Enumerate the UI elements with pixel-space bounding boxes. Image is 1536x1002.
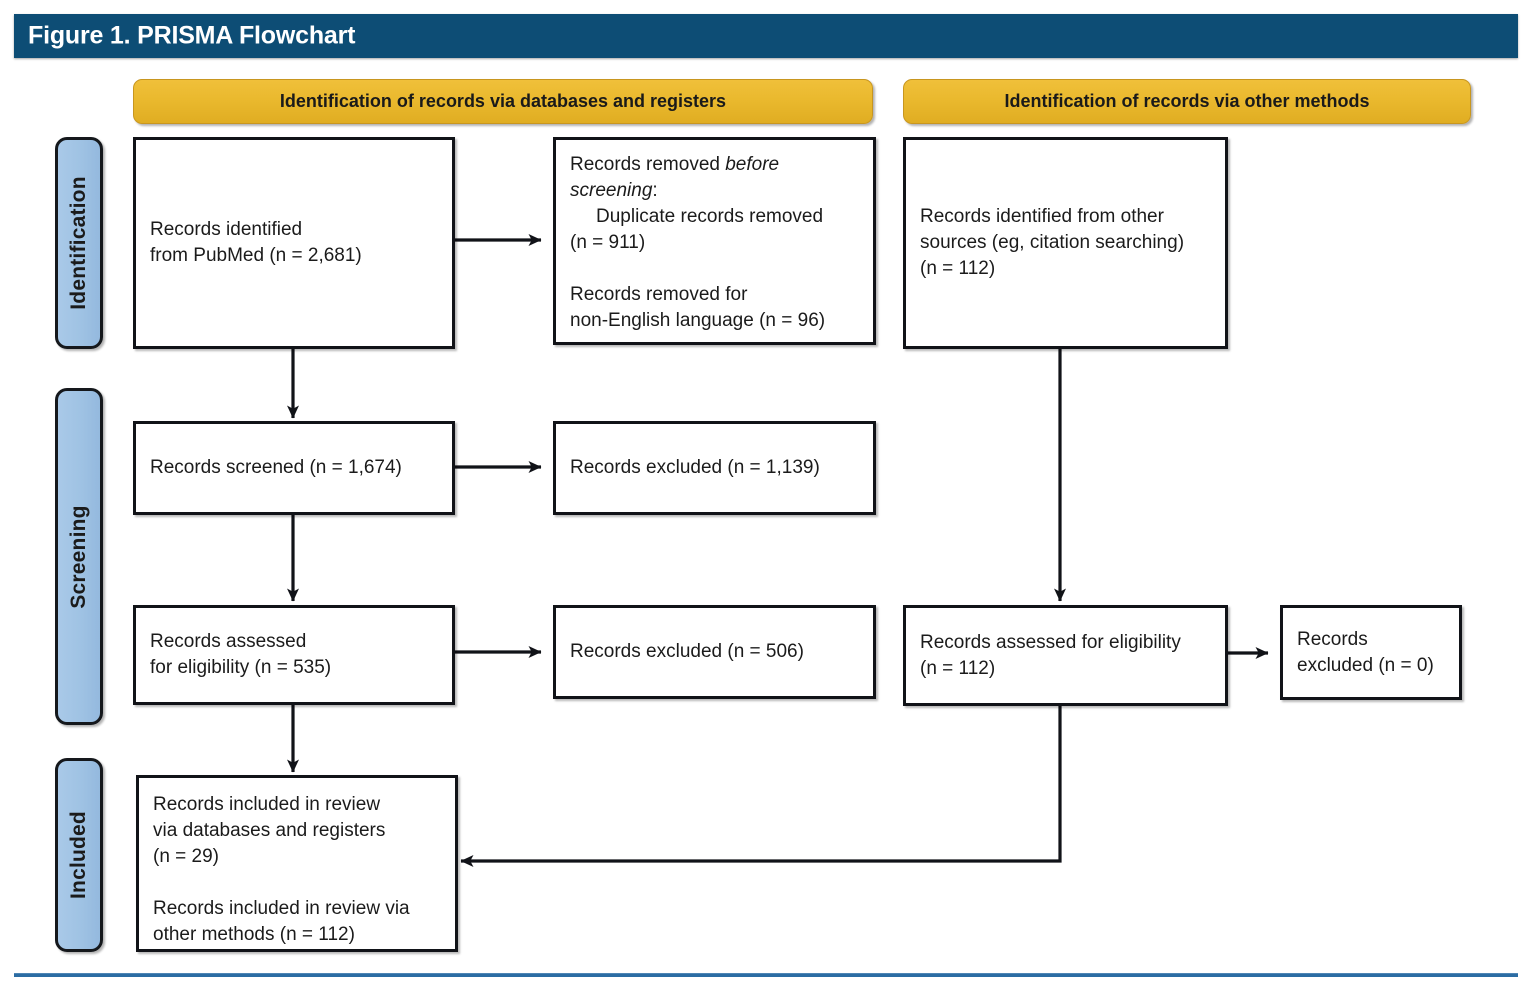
- node-records-included: Records included in review via databases…: [136, 775, 458, 952]
- stage-tab-label: Screening: [67, 504, 90, 609]
- node-records-removed-before-screening: Records removed before screening: Duplic…: [553, 137, 876, 345]
- node-line: other methods (n = 112): [153, 924, 355, 945]
- node-line: Records: [1297, 628, 1368, 650]
- node-line: Records assessed for eligibility: [920, 631, 1181, 653]
- node-line: Records identified: [150, 219, 303, 240]
- node-line: Duplicate records removed: [596, 206, 824, 227]
- node-line: Records excluded (n = 1,139): [570, 457, 820, 478]
- node-line: non-English language (n = 96): [570, 310, 826, 331]
- edge-assessed-other-to-included: [460, 706, 1062, 867]
- node-records-excluded-assessed-databases: Records excluded (n = 506): [553, 605, 876, 699]
- node-line: from PubMed (n = 2,681): [150, 245, 362, 266]
- figure-title: Figure 1. PRISMA Flowchart: [28, 21, 356, 50]
- node-line-emphasis: screening: [570, 180, 653, 201]
- node-line: for eligibility (n = 535): [150, 657, 332, 678]
- node-line: Records included in review via: [153, 898, 410, 919]
- node-line: (n = 911): [570, 232, 646, 253]
- node-records-excluded-assessed-other: Records excluded (n = 0): [1280, 605, 1462, 700]
- node-line: screening:: [570, 178, 859, 204]
- node-line: Records removed for: [570, 284, 748, 305]
- section-header-other-methods: Identification of records via other meth…: [903, 79, 1471, 124]
- node-records-excluded-screening: Records excluded (n = 1,139): [553, 421, 876, 515]
- stage-tab-identification: Identification: [55, 137, 103, 349]
- node-line: Records removed before: [570, 152, 859, 178]
- node-line: Records assessed: [150, 631, 307, 652]
- node-records-assessed-other: Records assessed for eligibility (n = 11…: [903, 605, 1228, 706]
- node-line-text: :: [652, 180, 658, 201]
- footer-rule: [14, 973, 1518, 977]
- node-line: Records screened (n = 1,674): [150, 457, 402, 478]
- node-line: Records included in review: [153, 794, 381, 815]
- node-line: (n = 29): [153, 846, 220, 867]
- section-header-label: Identification of records via databases …: [279, 91, 727, 111]
- figure-title-bar: Figure 1. PRISMA Flowchart: [14, 14, 1518, 58]
- node-records-assessed-databases: Records assessed for eligibility (n = 53…: [133, 605, 455, 705]
- section-header-databases-registers: Identification of records via databases …: [133, 79, 873, 124]
- node-line: Records excluded (n = 506): [570, 641, 804, 662]
- node-line: excluded (n = 0): [1297, 654, 1434, 676]
- node-records-screened: Records screened (n = 1,674): [133, 421, 455, 515]
- node-line: (n = 112): [920, 258, 996, 279]
- node-line-emphasis: before: [725, 154, 780, 175]
- node-line: sources (eg, citation searching): [920, 232, 1185, 253]
- node-line: (n = 112): [920, 657, 996, 679]
- node-records-identified-other-sources: Records identified from other sources (e…: [903, 137, 1228, 349]
- node-records-identified-pubmed: Records identified from PubMed (n = 2,68…: [133, 137, 455, 349]
- stage-tab-screening: Screening: [55, 388, 103, 725]
- stage-tab-label: Included: [67, 811, 90, 899]
- node-line-text: Records removed: [570, 154, 726, 175]
- node-line: via databases and registers: [153, 820, 386, 841]
- section-header-label: Identification of records via other meth…: [1004, 91, 1370, 111]
- node-line: Records identified from other: [920, 206, 1164, 227]
- stage-tab-included: Included: [55, 758, 103, 952]
- stage-tab-label: Identification: [67, 176, 90, 310]
